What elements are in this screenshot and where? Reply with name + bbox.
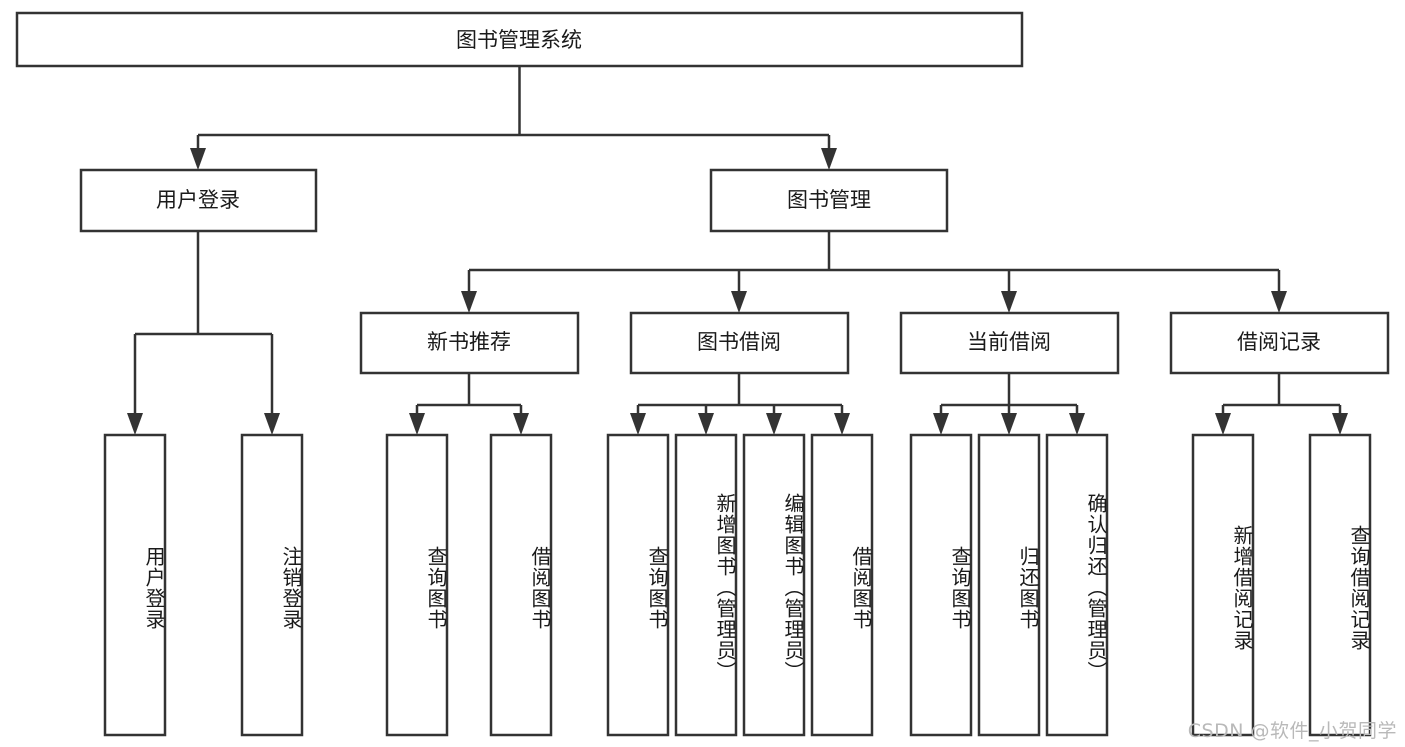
arrow-head-cb-leaf-1 bbox=[933, 413, 949, 435]
arrow-head-br-leaf-1 bbox=[1215, 413, 1231, 435]
arrow-head-new-book bbox=[461, 291, 477, 313]
arrow-head-user-login bbox=[190, 148, 206, 170]
leaf-box-nb-query[interactable] bbox=[385, 433, 449, 737]
node-root[interactable]: 图书管理系统 bbox=[15, 11, 1024, 68]
leaf-box-cb-query[interactable] bbox=[909, 433, 973, 737]
arrow-head-leaf-logout bbox=[264, 413, 280, 435]
arrow-head-current-borrow bbox=[1001, 291, 1017, 313]
connectors-booksys-to-level3 bbox=[461, 231, 1287, 313]
node-book-borrow-label: 图书借阅 bbox=[697, 330, 781, 354]
connectors-userlogin-leaves bbox=[127, 231, 280, 435]
node-new-book-recommend-label: 新书推荐 bbox=[427, 330, 511, 354]
arrow-head-book-borrow bbox=[731, 291, 747, 313]
leaf-box-user-login[interactable] bbox=[103, 433, 167, 737]
arrow-head-bb-leaf-2 bbox=[698, 413, 714, 435]
connectors-currentborrow-leaves bbox=[933, 373, 1085, 435]
node-root-label: 图书管理系统 bbox=[456, 28, 582, 52]
arrow-head-cb-leaf-3 bbox=[1069, 413, 1085, 435]
node-book-manage-box[interactable] bbox=[709, 168, 949, 233]
node-book-borrow[interactable]: 图书借阅 bbox=[629, 311, 850, 375]
leaf-box-br-query[interactable] bbox=[1308, 433, 1372, 737]
leaf-box-nb-borrow[interactable] bbox=[489, 433, 553, 737]
leaf-box-bb-add[interactable] bbox=[674, 433, 738, 737]
node-book-manage[interactable]: 图书管理 bbox=[709, 168, 949, 233]
node-new-book-recommend[interactable]: 新书推荐 bbox=[359, 311, 580, 375]
node-new-book-recommend-box[interactable] bbox=[359, 311, 580, 375]
leaf-box-cb-confirm[interactable] bbox=[1045, 433, 1109, 737]
arrow-head-bb-leaf-4 bbox=[834, 413, 850, 435]
connectors-root-to-level2 bbox=[190, 66, 837, 170]
connectors-newbook-leaves bbox=[409, 373, 529, 435]
arrow-head-book-manage bbox=[821, 148, 837, 170]
node-book-borrow-box[interactable] bbox=[629, 311, 850, 375]
arrow-head-bb-leaf-1 bbox=[630, 413, 646, 435]
node-current-borrow-box[interactable] bbox=[899, 311, 1120, 375]
connectors-bookborrow-leaves bbox=[630, 373, 850, 435]
arrow-head-leaf-user-login bbox=[127, 413, 143, 435]
leaf-boxes-borrow-record bbox=[1191, 433, 1372, 737]
leaf-box-br-add[interactable] bbox=[1191, 433, 1255, 737]
leaf-boxes-book-borrow bbox=[606, 433, 874, 737]
leaf-box-bb-edit[interactable] bbox=[742, 433, 806, 737]
leaf-box-cb-return[interactable] bbox=[977, 433, 1041, 737]
arrow-head-borrow-record bbox=[1271, 291, 1287, 313]
node-borrow-record[interactable]: 借阅记录 bbox=[1169, 311, 1390, 375]
arrow-head-newbook-leaf-1 bbox=[409, 413, 425, 435]
node-borrow-record-label: 借阅记录 bbox=[1237, 330, 1321, 354]
node-user-login[interactable]: 用户登录 bbox=[79, 168, 318, 233]
leaf-boxes-new-book bbox=[385, 433, 553, 737]
leaf-box-logout[interactable] bbox=[240, 433, 304, 737]
node-user-login-box[interactable] bbox=[79, 168, 318, 233]
node-borrow-record-box[interactable] bbox=[1169, 311, 1390, 375]
leaf-box-bb-query[interactable] bbox=[606, 433, 670, 737]
node-current-borrow-label: 当前借阅 bbox=[967, 330, 1051, 354]
arrow-head-br-leaf-2 bbox=[1332, 413, 1348, 435]
connectors-borrowrecord-leaves bbox=[1215, 373, 1348, 435]
arrow-head-cb-leaf-2 bbox=[1001, 413, 1017, 435]
node-book-manage-label: 图书管理 bbox=[787, 188, 871, 212]
arrow-head-bb-leaf-3 bbox=[766, 413, 782, 435]
watermark-text: CSDN @软件_小贺同学 bbox=[1187, 720, 1397, 742]
arrow-head-newbook-leaf-2 bbox=[513, 413, 529, 435]
node-user-login-label: 用户登录 bbox=[156, 188, 240, 212]
leaf-box-bb-borrow[interactable] bbox=[810, 433, 874, 737]
node-current-borrow[interactable]: 当前借阅 bbox=[899, 311, 1120, 375]
node-root-box[interactable] bbox=[15, 11, 1024, 68]
leaf-boxes-current-borrow bbox=[909, 433, 1109, 737]
leaf-boxes-user-login bbox=[103, 433, 304, 737]
